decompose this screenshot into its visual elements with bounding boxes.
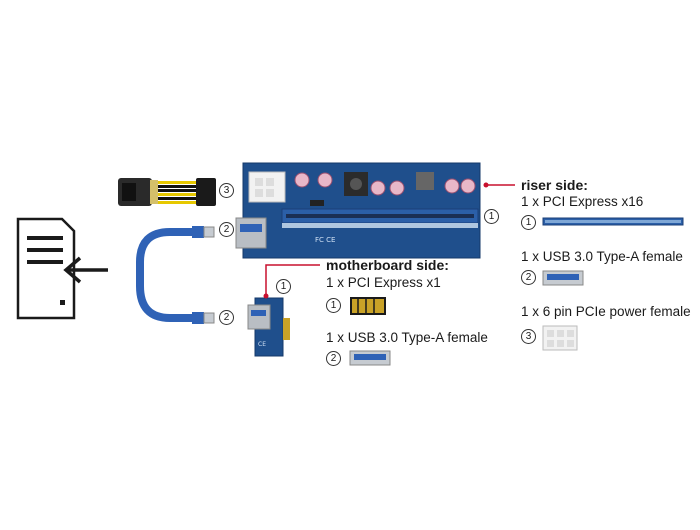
motherboard-item-number-1: 1 — [326, 298, 341, 313]
motherboard-item-number-2: 2 — [326, 351, 341, 366]
callout-adapter-usb: 2 — [219, 310, 234, 325]
motherboard-item-pcie-x1: 1 x PCI Express x1 — [326, 275, 441, 290]
riser-item-pcie-x16: 1 x PCI Express x16 — [521, 194, 644, 209]
svg-text:CE: CE — [258, 341, 266, 348]
x1-adapter-board: CE — [247, 297, 290, 357]
motherboard-side-heading: motherboard side: — [326, 257, 449, 273]
riser-item-6pin: 1 x 6 pin PCIe power female — [521, 304, 691, 319]
pcie-x1-gold-contacts-icon — [350, 297, 386, 315]
riser-board: FC CE — [235, 162, 481, 259]
riser-item-number-2: 2 — [521, 270, 536, 285]
callout-leaders — [263, 182, 515, 299]
riser-item-number-3: 3 — [521, 329, 536, 344]
riser-item-number-1: 1 — [521, 215, 536, 230]
usb-cable — [136, 226, 215, 324]
riser-side-heading: riser side: — [521, 177, 588, 193]
callout-adapter-slot: 1 — [276, 279, 291, 294]
power-cable — [118, 178, 216, 206]
callout-power-cable: 3 — [219, 183, 234, 198]
riser-item-usb: 1 x USB 3.0 Type-A female — [521, 249, 683, 264]
document-arrow-icon — [16, 217, 108, 320]
usb-a-female-icon — [542, 270, 584, 286]
motherboard-item-usb: 1 x USB 3.0 Type-A female — [326, 330, 488, 345]
pcie-6pin-power-icon — [542, 325, 578, 351]
callout-riser-slot: 1 — [484, 209, 499, 224]
pcie-x16-slot-icon — [542, 217, 684, 226]
usb-a-female-icon — [349, 350, 391, 366]
svg-text:FC CE: FC CE — [315, 236, 335, 244]
callout-riser-usb: 2 — [219, 222, 234, 237]
